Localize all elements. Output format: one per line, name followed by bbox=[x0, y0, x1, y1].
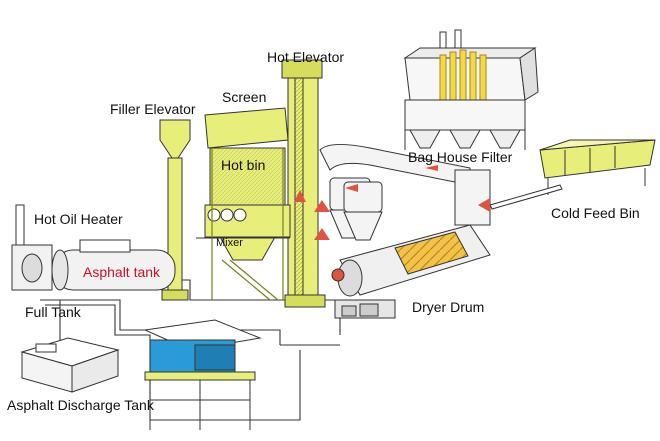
flow-arrows bbox=[294, 165, 490, 240]
label-hot-bin: Hot bin bbox=[221, 157, 266, 173]
label-full-tank: Full Tank bbox=[25, 304, 81, 320]
cold-feed-bin bbox=[489, 139, 656, 210]
label-asphalt-discharge-tank: Asphalt Discharge Tank bbox=[7, 397, 154, 413]
label-cold-feed-bin: Cold Feed Bin bbox=[551, 205, 640, 221]
label-mixer: Mixer bbox=[216, 237, 243, 249]
label-bag-house-filter: Bag House Filter bbox=[408, 149, 513, 165]
hot-oil-heater bbox=[11, 204, 176, 291]
dryer-drum bbox=[331, 224, 491, 319]
label-hot-elevator: Hot Elevator bbox=[267, 49, 345, 65]
label-hot-oil-heater: Hot Oil Heater bbox=[34, 211, 123, 227]
label-filler-elevator: Filler Elevator bbox=[110, 101, 196, 117]
control-platform bbox=[143, 319, 262, 430]
label-dryer-drum: Dryer Drum bbox=[412, 299, 485, 315]
mixing-tower bbox=[196, 107, 291, 301]
label-screen: Screen bbox=[222, 89, 267, 105]
hot-elevator bbox=[281, 59, 326, 308]
asphalt-discharge-tank bbox=[20, 337, 120, 393]
bag-house-filter bbox=[403, 29, 539, 150]
label-asphalt-tank: Asphalt tank bbox=[83, 264, 161, 280]
